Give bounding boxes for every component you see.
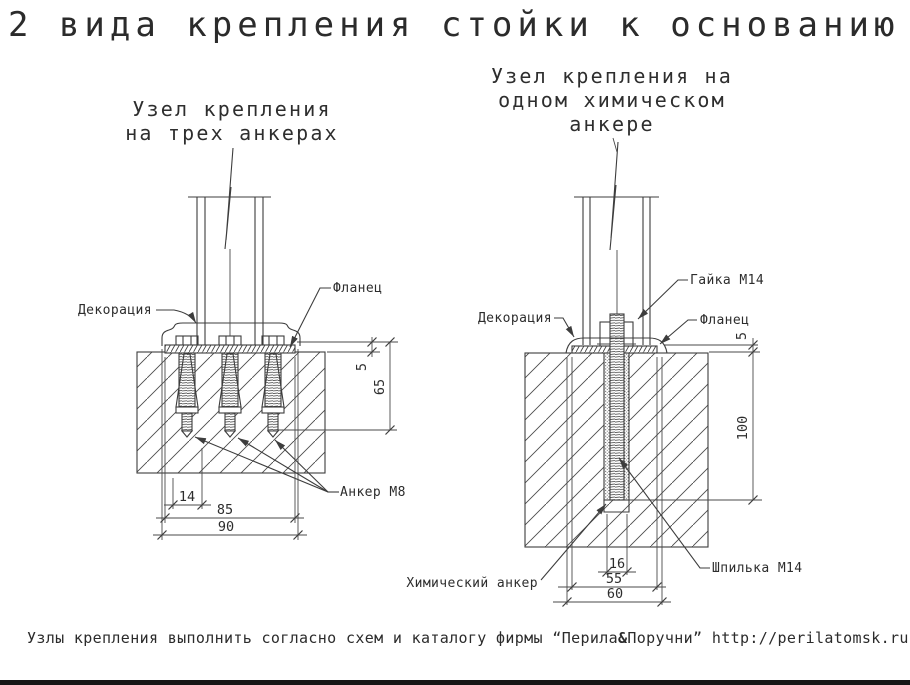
drawing-canvas: Декорация Фланец Анкер М8 14 85 90 5 65	[78, 137, 803, 607]
right-decoration-cap	[565, 337, 668, 354]
left-extension-lines	[161, 341, 398, 540]
right-subtitle-line3: анкере	[569, 112, 655, 136]
left-subtitle-line2: на трех анкерах	[125, 121, 339, 145]
footer-text-after: Поручни” http://perilatomsk.ru	[627, 629, 909, 647]
right-flange-label: Фланец	[700, 313, 749, 328]
right-diagram-subtitle: Узел крепления на одном химическом анкер…	[478, 64, 746, 136]
left-diagram-three-anchors: Декорация Фланец Анкер М8 14 85 90 5 65	[78, 147, 406, 540]
nut-label: Гайка М14	[690, 273, 764, 288]
stud-m14	[609, 313, 625, 501]
footer-note: Узлы крепления выполнить согласно схем и…	[27, 629, 909, 647]
right-dim-5: 5	[734, 332, 750, 340]
left-dim-5: 5	[354, 363, 370, 371]
right-decoration-label: Декорация	[478, 311, 552, 326]
left-dim-65: 65	[372, 379, 388, 395]
right-dimensions	[553, 338, 758, 607]
left-subtitle-line1: Узел крепления	[132, 97, 332, 121]
left-flange	[164, 344, 296, 354]
left-decoration-label: Декорация	[78, 303, 152, 318]
page-title: 2 вида крепления стойки к основанию	[8, 5, 900, 45]
left-anchor-label: Анкер М8	[340, 485, 406, 500]
left-leaders	[156, 287, 339, 493]
left-diagram-subtitle: Узел крепления на трех анкерах	[96, 97, 368, 145]
left-dimensions	[153, 337, 395, 540]
right-leaders	[540, 279, 710, 581]
right-dim-100: 100	[735, 416, 751, 440]
right-break-symbol	[609, 141, 619, 251]
left-dim-14: 14	[179, 489, 195, 505]
left-flange-label: Фланец	[333, 281, 382, 296]
right-dim-60: 60	[607, 586, 623, 602]
right-dim-16: 16	[609, 556, 625, 572]
right-subtitle-line1: Узел крепления на	[490, 64, 734, 88]
footer-text-before: Узлы крепления выполнить согласно схем и…	[27, 629, 618, 647]
bottom-edge-bar	[0, 680, 910, 685]
footer-ampersand: &	[618, 629, 628, 647]
left-dim-90: 90	[218, 519, 234, 535]
right-extension-lines	[566, 344, 762, 605]
left-decoration-cap	[161, 322, 301, 346]
right-post	[574, 137, 659, 345]
left-post	[188, 147, 271, 345]
right-dim-55: 55	[606, 571, 622, 587]
left-dim-85: 85	[217, 502, 233, 518]
chemical-anchor-label: Химический анкер	[406, 576, 538, 591]
right-subtitle-line2: одном химическом	[498, 88, 726, 112]
right-diagram-chemical-anchor: Гайка М14 Декорация Фланец Химический ан…	[406, 137, 803, 607]
left-break-symbol	[224, 147, 234, 250]
stud-label: Шпилька М14	[712, 561, 803, 576]
